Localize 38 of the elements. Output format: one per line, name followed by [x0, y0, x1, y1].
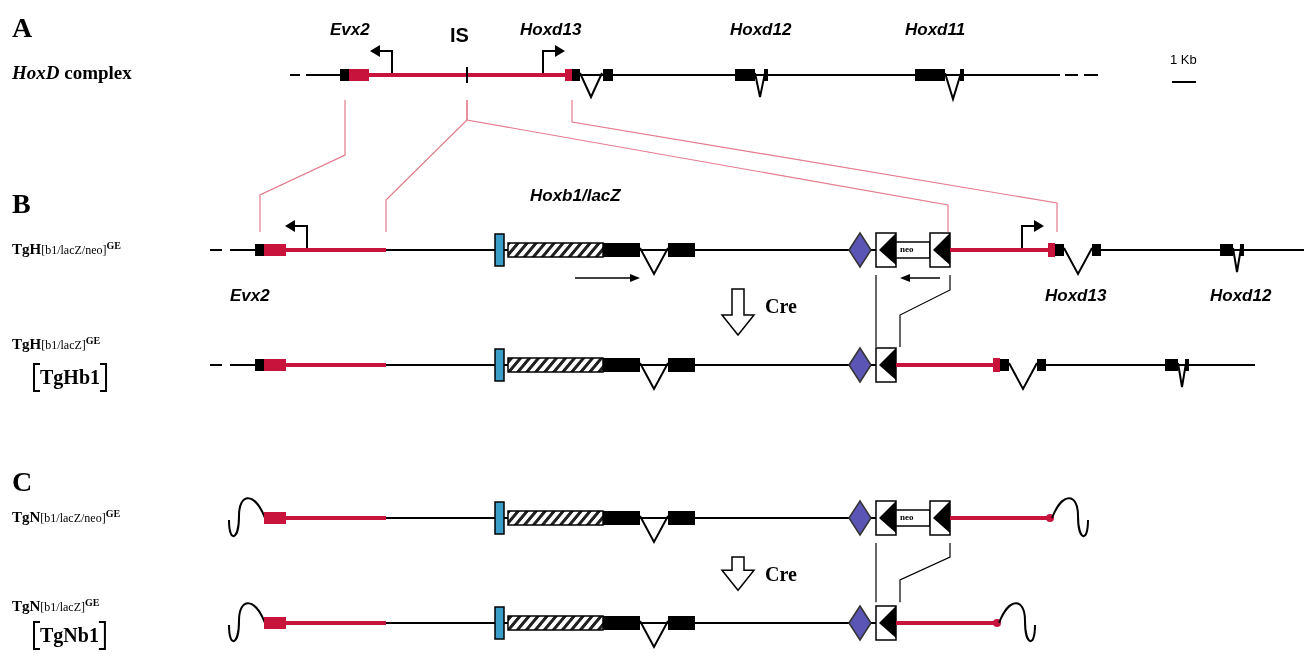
scale-label: 1 Kb — [1170, 52, 1197, 67]
allele-label: TgN[b1/lacZ]$^{GE}$ — [12, 597, 100, 615]
panel-label: C — [12, 466, 33, 498]
construct-drawing — [228, 602, 1036, 650]
locus-drawing — [289, 66, 1099, 103]
panel-label: A — [12, 12, 33, 44]
locus-label: HoxD complex — [12, 62, 132, 84]
connector-line — [875, 542, 877, 603]
gene-label: Hoxd12 — [730, 20, 792, 40]
gene-label: Hoxd13 — [520, 20, 582, 40]
gene-label: Hoxd11 — [905, 20, 966, 40]
connector-line — [875, 274, 877, 348]
connector-line — [259, 99, 346, 233]
panel-label: B — [12, 188, 31, 220]
connector-line — [466, 99, 949, 233]
strain-label: TgNb1 — [40, 624, 99, 647]
block-arrow — [720, 288, 756, 337]
gene-label: Evx2 — [230, 286, 270, 306]
block-arrow — [720, 556, 756, 592]
edge-label: Cre — [765, 295, 797, 318]
marker-label: neo — [900, 512, 914, 522]
gene-label: Evx2 — [330, 20, 370, 40]
allele-label: TgH[b1/lacZ]$^{GE}$ — [12, 335, 101, 353]
connector-line — [571, 99, 1058, 233]
strain-label: TgHb1 — [40, 366, 101, 389]
allele-label: TgH[b1/lacZ/neo]$^{GE}$ — [12, 240, 121, 258]
allele-label: TgN[b1/lacZ/neo]$^{GE}$ — [12, 508, 121, 526]
connector-line — [899, 542, 951, 603]
construct-drawing — [228, 497, 1089, 545]
gene-label: Hoxd12 — [1210, 286, 1272, 306]
gene-label: Hoxd13 — [1045, 286, 1107, 306]
marker-label: neo — [900, 244, 914, 254]
construct-drawing — [209, 346, 1256, 392]
gene-label: Hoxb1/lacZ — [530, 186, 621, 206]
connector-line — [899, 274, 951, 348]
construct-drawing — [209, 231, 1305, 277]
edge-label: Cre — [765, 563, 797, 586]
site-label: IS — [450, 24, 469, 47]
